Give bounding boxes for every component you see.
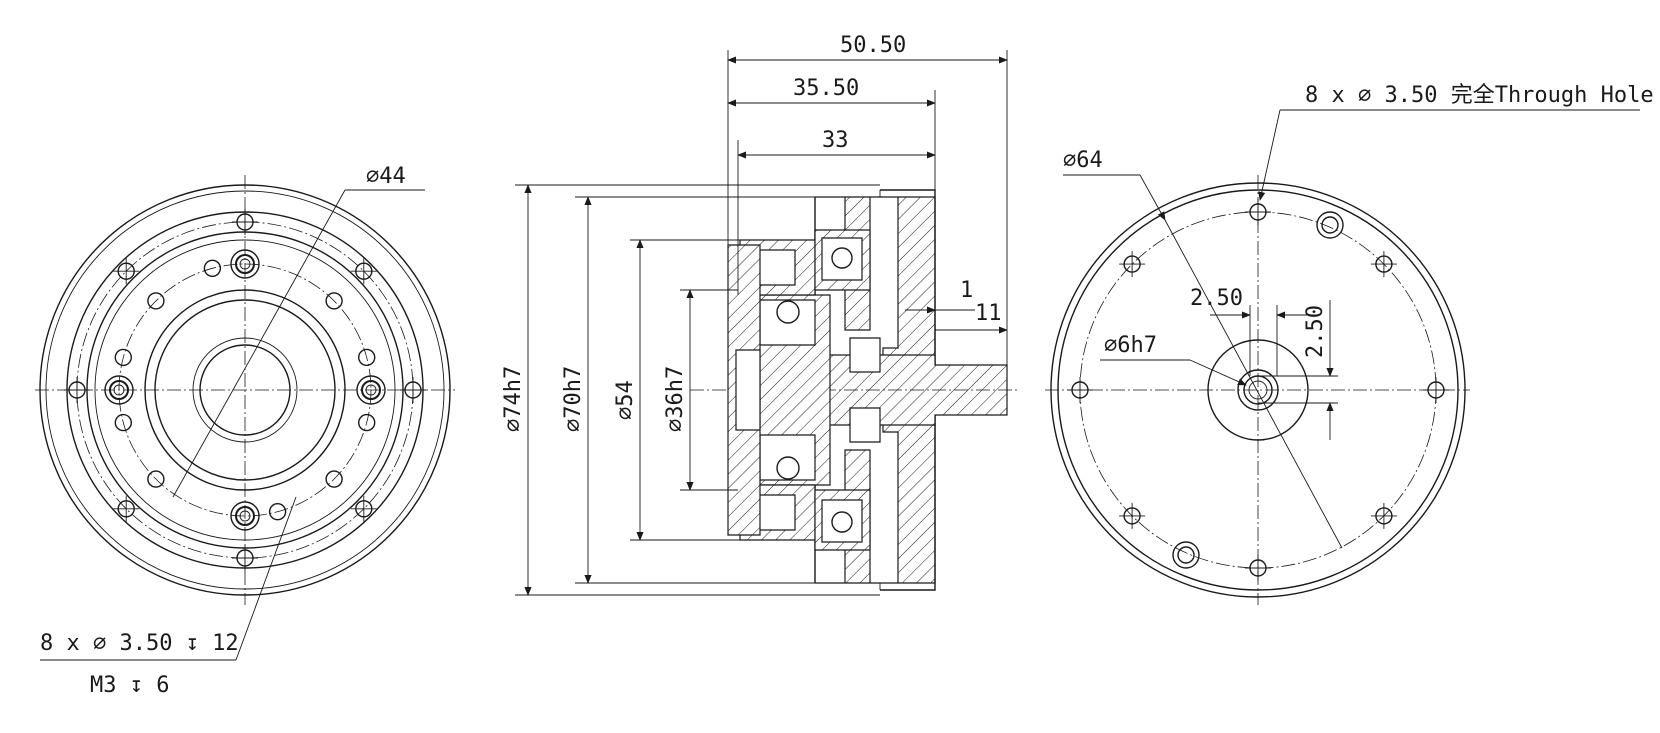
section-len-total: 50.50 [840,33,906,58]
bolt-socket [235,506,255,526]
front-hole-callout-line2: M3 ↧ 6 [90,673,169,698]
inner-tapped-hole [203,259,222,277]
inner-tapped-hole [358,413,376,432]
bolt-core [239,258,251,270]
section-dia-outer: ∅74h7 [501,366,526,432]
inner-tapped-hole [147,470,165,488]
bolt-head [356,375,386,405]
section-view: 50.50 35.50 33 1 11 ∅74h7 ∅70h7 ∅54 ∅36h… [501,33,1020,596]
bolt-head [230,501,260,531]
inner-tapped-hole [114,348,133,367]
section-offset-small: 1 [960,278,973,303]
front-dia-label: ∅44 [366,164,406,189]
section-dia-pilot: ∅70h7 [561,366,586,432]
bolt-head [230,249,260,279]
rear-dim-horizontal: 2.50 [1190,286,1243,311]
section-dia-inner: ∅36h7 [663,366,688,432]
section-offset-shaft: 11 [975,301,1002,326]
bolt-socket [361,380,381,400]
bolt-core [113,384,125,396]
inner-tapped-hole [325,470,343,488]
inner-tapped-hole [325,292,343,310]
front-hole-callout-line1: 8 x ∅ 3.50 ↧ 12 [40,631,239,656]
section-len-mid: 35.50 [793,76,859,101]
bolt-socket [235,254,255,274]
bolt-core [365,384,377,396]
bolt-socket [109,380,129,400]
inner-tapped-hole [114,413,133,432]
rear-hole-callout: 8 x ∅ 3.50 完全Through Hole [1305,83,1654,108]
rear-dia-label: ∅64 [1063,148,1103,173]
inner-tapped-hole [358,348,376,367]
bolt-core [239,510,251,522]
front-view: ∅44 8 x ∅ 3.50 ↧ 12 M3 ↧ 6 [35,164,455,698]
rear-view: ∅64 8 x ∅ 3.50 完全Through Hole ∅6h7 2.50 … [1045,83,1654,605]
bolt-head [104,375,134,405]
section-len-inner: 33 [822,128,849,153]
inner-tapped-hole [147,292,165,310]
inner-tapped-hole [268,503,287,521]
section-dia-mid: ∅54 [613,380,638,420]
rear-dim-vertical: 2.50 [1303,305,1328,358]
rear-shaft-label: ∅6h7 [1104,333,1157,358]
